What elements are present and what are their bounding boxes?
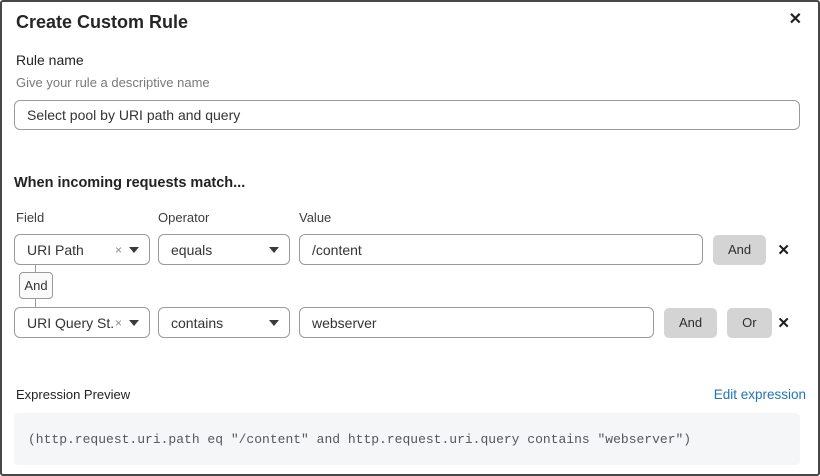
clear-icon[interactable]: ×: [114, 242, 122, 257]
value-input-1[interactable]: [299, 234, 703, 265]
operator-select-1-value: equals: [171, 241, 213, 258]
field-column-header: Field: [16, 210, 45, 225]
condition-column-headers: Field Operator Value: [14, 210, 806, 225]
rule-name-label: Rule name: [16, 52, 84, 68]
connector-line-bottom: [35, 299, 36, 307]
field-select-2-value: URI Query St...: [27, 314, 115, 331]
operator-column-header: Operator: [158, 210, 210, 225]
condition-row-1: URI Path × equals And ✕: [14, 234, 800, 265]
delete-row-icon-1[interactable]: ✕: [775, 239, 792, 261]
matcher-heading: When incoming requests match...: [14, 175, 246, 191]
dialog-header: Create Custom Rule ✕: [14, 12, 806, 33]
value-input-2[interactable]: [299, 307, 654, 338]
condition-row-2: URI Query St... × contains And Or ✕: [14, 307, 800, 338]
clear-icon[interactable]: ×: [114, 315, 122, 330]
expression-code-block: (http.request.uri.path eq "/content" and…: [14, 413, 800, 465]
rule-name-input[interactable]: [14, 100, 800, 130]
rule-name-help-text: Give your rule a descriptive name: [16, 75, 210, 90]
connector-line-top: [35, 265, 36, 272]
chevron-down-icon: [129, 246, 139, 253]
chevron-down-icon: [269, 319, 279, 326]
delete-row-icon-2[interactable]: ✕: [775, 312, 792, 334]
and-button-1[interactable]: And: [713, 234, 767, 265]
or-button-2[interactable]: Or: [727, 307, 772, 338]
field-select-1-value: URI Path: [27, 241, 84, 258]
expression-preview-label: Expression Preview: [16, 387, 131, 402]
expression-preview-header: Expression Preview Edit expression: [14, 387, 806, 402]
chevron-down-icon: [269, 246, 279, 253]
field-select-1[interactable]: URI Path ×: [14, 234, 150, 265]
close-icon[interactable]: ✕: [785, 10, 806, 30]
row-connector: And: [14, 265, 214, 307]
operator-select-2-value: contains: [171, 314, 224, 331]
operator-select-1[interactable]: equals: [158, 234, 290, 265]
and-button-2[interactable]: And: [664, 307, 718, 338]
value-column-header: Value: [299, 210, 332, 225]
dialog-title: Create Custom Rule: [16, 12, 189, 32]
field-select-2[interactable]: URI Query St... ×: [14, 307, 150, 338]
chevron-down-icon: [129, 319, 139, 326]
edit-expression-link[interactable]: Edit expression: [713, 387, 806, 402]
operator-select-2[interactable]: contains: [158, 307, 290, 338]
connector-and-toggle[interactable]: And: [19, 272, 53, 299]
